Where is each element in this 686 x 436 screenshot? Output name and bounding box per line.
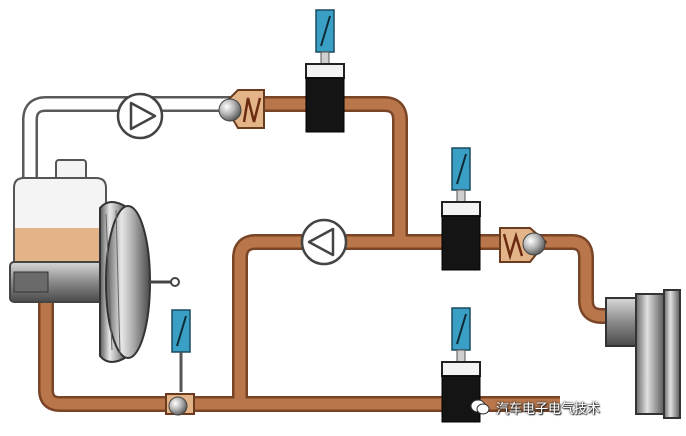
inlet-valve-lower: [441, 147, 481, 271]
return-pump-lower: [300, 218, 348, 266]
accumulator-lower: [499, 227, 548, 263]
watermark-text: 汽车电子电气技术: [496, 401, 601, 417]
wheel-brake: [605, 289, 681, 419]
fluid-reservoir: [13, 159, 107, 263]
watermark: 汽车电子电气技术: [470, 396, 600, 418]
accumulator-upper: [218, 89, 265, 129]
brake-booster: [99, 201, 180, 363]
wechat-icon: [470, 399, 490, 415]
inlet-valve-upper: [305, 9, 345, 133]
master-cylinder: [9, 261, 115, 303]
outlet-valve: [441, 307, 481, 423]
check-valve: [165, 309, 195, 416]
return-pump-upper: [116, 92, 164, 140]
return-line: [22, 96, 232, 205]
